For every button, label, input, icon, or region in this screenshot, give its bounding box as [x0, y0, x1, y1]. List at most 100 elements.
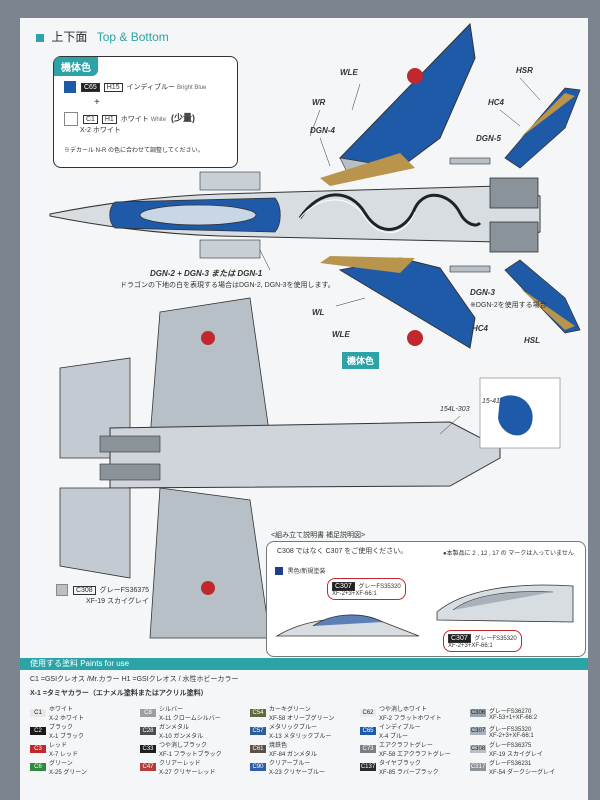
paint-name-text: グレーFS36270: [489, 708, 532, 715]
label-hsr: HSR: [516, 66, 533, 75]
color-name-en: White: [150, 117, 167, 123]
paint-name: グリーン X-25 グリーン: [49, 758, 87, 776]
inset-emblem: [498, 395, 533, 436]
engine-nozzle: [489, 221, 539, 253]
paint-name-text: クリアーレッド: [159, 761, 201, 767]
paint-tamiya-text: XF-19 スカイグレイ: [489, 752, 543, 758]
paint-code-chip: C307: [470, 727, 486, 735]
bottom-fuselage: [109, 421, 501, 489]
supplement-line1: C308 ではなく C307 をご使用ください。: [277, 548, 408, 555]
decal-note: ※デカール N-R の色に合わせて調整してください。: [64, 148, 204, 154]
paint-code-chip: C2: [30, 727, 46, 735]
supplement-legend: 黒色/新規塗装: [275, 566, 326, 576]
paint-tamiya-text: X-2 ホワイト: [49, 716, 85, 722]
paint-name-text: タイヤブラック: [379, 761, 421, 767]
paint-code-chip: C73: [360, 745, 376, 753]
paint-tamiya-text: XF-84 ガンメタル: [269, 752, 317, 758]
paint-tamiya-text: XF-85 ラバーブラック: [379, 770, 439, 776]
paint-name-text: グリーン: [49, 761, 73, 767]
paint-tamiya-text: X-25 グリーン: [49, 770, 88, 776]
paint-name-text: ホワイト: [49, 707, 74, 713]
label-wle-top: WLE: [340, 68, 358, 77]
paint-name-text: ガンメタル: [159, 725, 189, 731]
paint-name: メタリックブルー X-13 メタリックブルー: [269, 722, 331, 740]
code-chip: C65: [80, 82, 100, 92]
paint-name-text: シルバー: [159, 707, 184, 713]
stabilizer-right: [504, 87, 581, 169]
paint-code-chip: C1: [30, 709, 46, 717]
bottom-color-callout: C308 グレーFS36375 XF-19 スカイグレイ: [56, 584, 149, 606]
header-title-en: Top & Bottom: [96, 30, 169, 44]
paint-code-chip: C3: [30, 745, 46, 753]
paint-tamiya-text: XF-53+1+XF-66:2: [489, 714, 538, 721]
paint-code-chip: C6: [30, 763, 46, 771]
paint-tamiya-text: XF-1 フラットブラック: [159, 752, 222, 758]
stabilizer-gold: [520, 288, 575, 330]
stabilizer-gold: [520, 93, 575, 138]
paint-tamiya-text: XF-58 エアクラフトグレー: [379, 752, 451, 758]
paint-code-chip: C65: [360, 727, 376, 735]
paint-code-chip: C306: [470, 709, 486, 717]
callout-tamiya: XF-2+3+XF-66:1: [448, 643, 493, 649]
code-chip: C1: [82, 115, 98, 124]
label-dgn-line: DGN-2 + DGN-3 または DGN-1: [150, 269, 263, 278]
paints-legend-2: X-1 =タミヤカラー（エナメル塗料またはアクリル塗料）: [30, 690, 208, 697]
supplement-box: <組み立て説明書 補足説明図> C308 ではなく C307 をご使用ください。…: [266, 532, 586, 657]
paint-name: タイヤブラック XF-85 ラバーブラック: [379, 758, 439, 776]
paint-name-text: レッド: [49, 743, 68, 749]
aircraft-drawing: [49, 22, 581, 639]
upper-wing: [338, 22, 476, 169]
color-name: グレーFS36375: [99, 586, 150, 594]
canopy-icon: [139, 204, 257, 226]
color-name: ホワイト: [120, 116, 149, 123]
paint-tamiya-text: X-1 ブラック: [49, 734, 85, 740]
instruction-sheet: 上下面 Top & Bottom 機体色 C65 H15 インディブルー Bri…: [20, 18, 588, 800]
blue-swatch-icon: [275, 567, 283, 576]
paint-name-text: カーキグリーン: [269, 707, 311, 713]
paint-code-chip: C28: [140, 727, 156, 735]
paint-tamiya-text: X-13 メタリックブルー: [269, 734, 332, 740]
paint-name-text: クリアーブルー: [269, 761, 311, 767]
canopy-side-drawing: [275, 614, 420, 637]
code-chip: H15: [103, 82, 123, 92]
label-dgn5: DGN-5: [476, 134, 501, 143]
engine-nozzle: [489, 177, 539, 209]
paints-legend-1: C1 =GSIクレオス /Mr.カラー H1 =GSIクレオス / 水性ホビーカ…: [30, 676, 239, 683]
code-chip: H1: [101, 115, 117, 124]
bottom-wing-lower: [149, 487, 271, 639]
paint-code-chip: C90: [250, 763, 266, 771]
label-hsl: HSL: [524, 336, 540, 345]
hinomaru-icon: [201, 331, 215, 345]
callout-name: グレーFS35320: [474, 636, 517, 642]
paint-name-text: メタリックブルー: [269, 725, 318, 731]
paint-tamiya-text: X-23 クリヤーブルー: [269, 770, 325, 776]
color-name-en: Bright Blue: [177, 84, 207, 91]
side-canopy-icon: [312, 614, 384, 627]
amount-note: (少量): [171, 113, 196, 123]
white-swatch-icon: [64, 112, 78, 127]
paint-tamiya-text: XF-2+3+XF-66:1: [489, 732, 534, 739]
paints-header: 使用する塗料 Paints for use: [20, 658, 588, 670]
label-dgn-note: ドラゴンの下地の白を表現する場合はDGN-2, DGN-3を使用します。: [120, 282, 335, 289]
paint-code-chip: C317: [470, 763, 486, 771]
label-dgn4: DGN-4: [310, 126, 335, 135]
legend-text: 黒色/新規塗装: [287, 569, 326, 575]
